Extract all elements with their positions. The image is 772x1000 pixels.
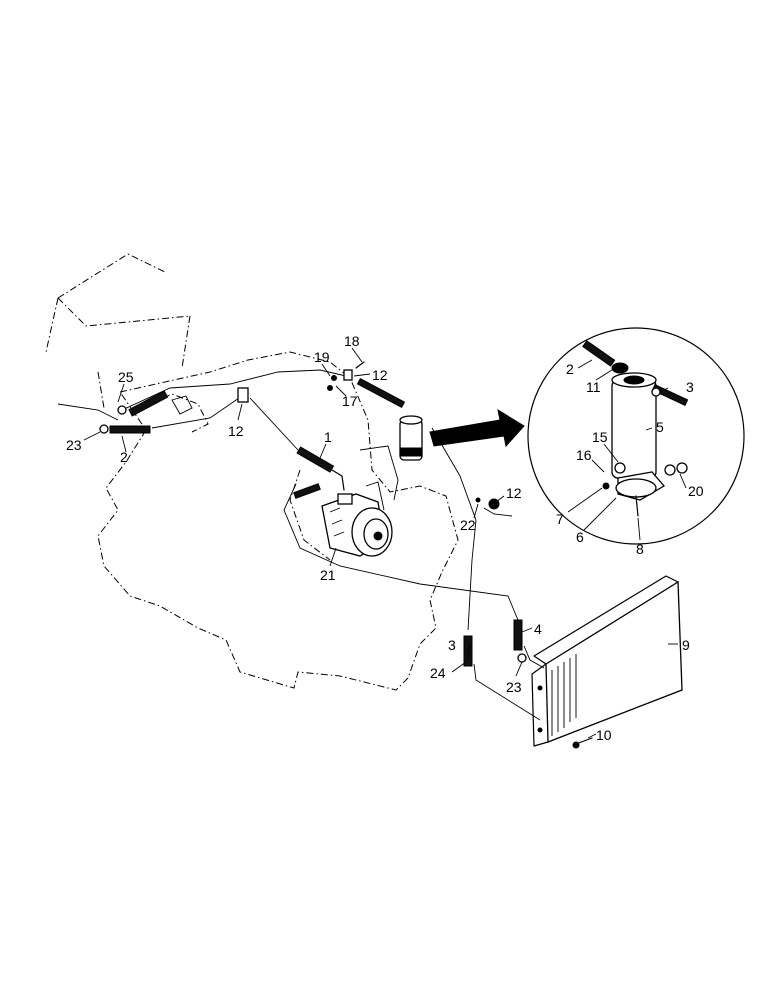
callout-12-left: 12 xyxy=(228,423,244,439)
detail-view xyxy=(527,327,745,545)
callout-10: 10 xyxy=(596,727,612,743)
callout-11: 11 xyxy=(586,379,601,395)
receiver-drier-small xyxy=(356,377,423,461)
callout-2-detail: 2 xyxy=(566,361,574,377)
callout-15: 15 xyxy=(592,429,608,445)
hose-1 xyxy=(296,446,345,491)
callout-18: 18 xyxy=(344,333,360,349)
hose-lower-left xyxy=(99,424,151,434)
hardware-cluster xyxy=(327,361,481,503)
clamp-left xyxy=(237,387,249,403)
callout-6: 6 xyxy=(576,529,584,545)
leader-lines xyxy=(83,347,687,739)
hose-4-condenser xyxy=(513,619,527,663)
detail-arrow xyxy=(429,408,525,448)
condenser xyxy=(531,575,683,747)
callout-3-detail: 3 xyxy=(686,379,694,395)
callouts: 25 23 2 12 1 21 18 19 12 17 22 12 3 24 4… xyxy=(66,333,704,743)
callout-3-lower: 3 xyxy=(448,637,456,653)
callout-4: 4 xyxy=(534,621,542,637)
callout-23-left: 23 xyxy=(66,437,82,453)
callout-23-lower: 24 xyxy=(430,665,446,681)
callout-12-mid: 12 xyxy=(372,367,388,383)
callout-8: 8 xyxy=(636,541,644,557)
callout-2-left: 2 xyxy=(120,449,128,465)
hose-3-condenser xyxy=(463,635,473,667)
callout-16: 16 xyxy=(576,447,592,463)
callout-7: 7 xyxy=(556,511,564,527)
callout-25: 25 xyxy=(118,369,134,385)
callout-19: 19 xyxy=(314,349,330,365)
refrigerant-lines xyxy=(57,369,545,721)
cab-outline xyxy=(45,253,191,409)
compressor xyxy=(293,483,393,557)
callout-21: 21 xyxy=(320,567,336,583)
callout-20: 20 xyxy=(688,483,704,499)
callout-24: 23 xyxy=(506,679,522,695)
callout-1: 1 xyxy=(324,429,332,445)
callout-5: 5 xyxy=(656,419,664,435)
callout-12-right: 12 xyxy=(506,485,522,501)
callout-9: 9 xyxy=(682,637,690,653)
callout-22: 22 xyxy=(460,517,476,533)
bolt-10 xyxy=(572,737,593,749)
hose-upper-left xyxy=(117,390,169,417)
callout-17: 17 xyxy=(342,393,358,409)
